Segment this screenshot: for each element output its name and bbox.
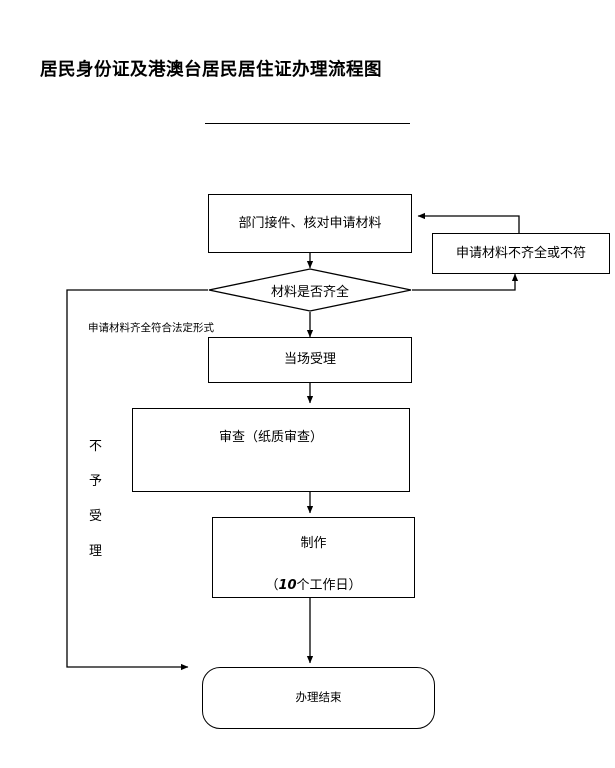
duration-suffix: 个工作日） [296, 577, 362, 593]
node-review-paper-label: 审查（纸质审查） [218, 430, 323, 445]
node-receive-materials-label: 部门接件、核对申请材料 [238, 215, 382, 231]
vertical-char-2: 予 [89, 474, 103, 489]
node-process-finished[interactable]: 办理结束 [202, 667, 435, 729]
node-process-finished-label: 办理结束 [295, 690, 342, 705]
node-incomplete-materials-label: 申请材料不齐全或不符 [455, 245, 586, 261]
node-receive-materials[interactable]: 部门接件、核对申请材料 [208, 194, 412, 253]
node-incomplete-materials[interactable]: 申请材料不齐全或不符 [432, 233, 610, 274]
node-accept-on-site-label: 当场受理 [283, 352, 336, 368]
title-underline [205, 123, 410, 124]
vertical-char-4: 理 [89, 544, 103, 559]
node-produce-card[interactable]: 制作 （10个工作日） [212, 517, 415, 598]
node-decision-materials-complete[interactable]: 材料是否齐全 [208, 268, 412, 312]
edge-label-not-accepted: 不 予 受 理 [89, 440, 102, 558]
node-accept-on-site[interactable]: 当场受理 [208, 337, 412, 383]
node-produce-card-label: 制作 [300, 536, 327, 551]
page-title: 居民身份证及港澳台居民居住证办理流程图 [40, 60, 382, 80]
node-produce-card-duration: （10个工作日） [265, 576, 361, 596]
vertical-char-1: 不 [89, 439, 103, 454]
node-review-paper[interactable]: 审查（纸质审查） [132, 408, 410, 492]
duration-prefix: （ [265, 577, 279, 593]
vertical-char-3: 受 [89, 509, 103, 524]
edge-label-materials-complete: 申请材料齐全符合法定形式 [88, 322, 214, 334]
duration-days: 10 [278, 577, 297, 593]
